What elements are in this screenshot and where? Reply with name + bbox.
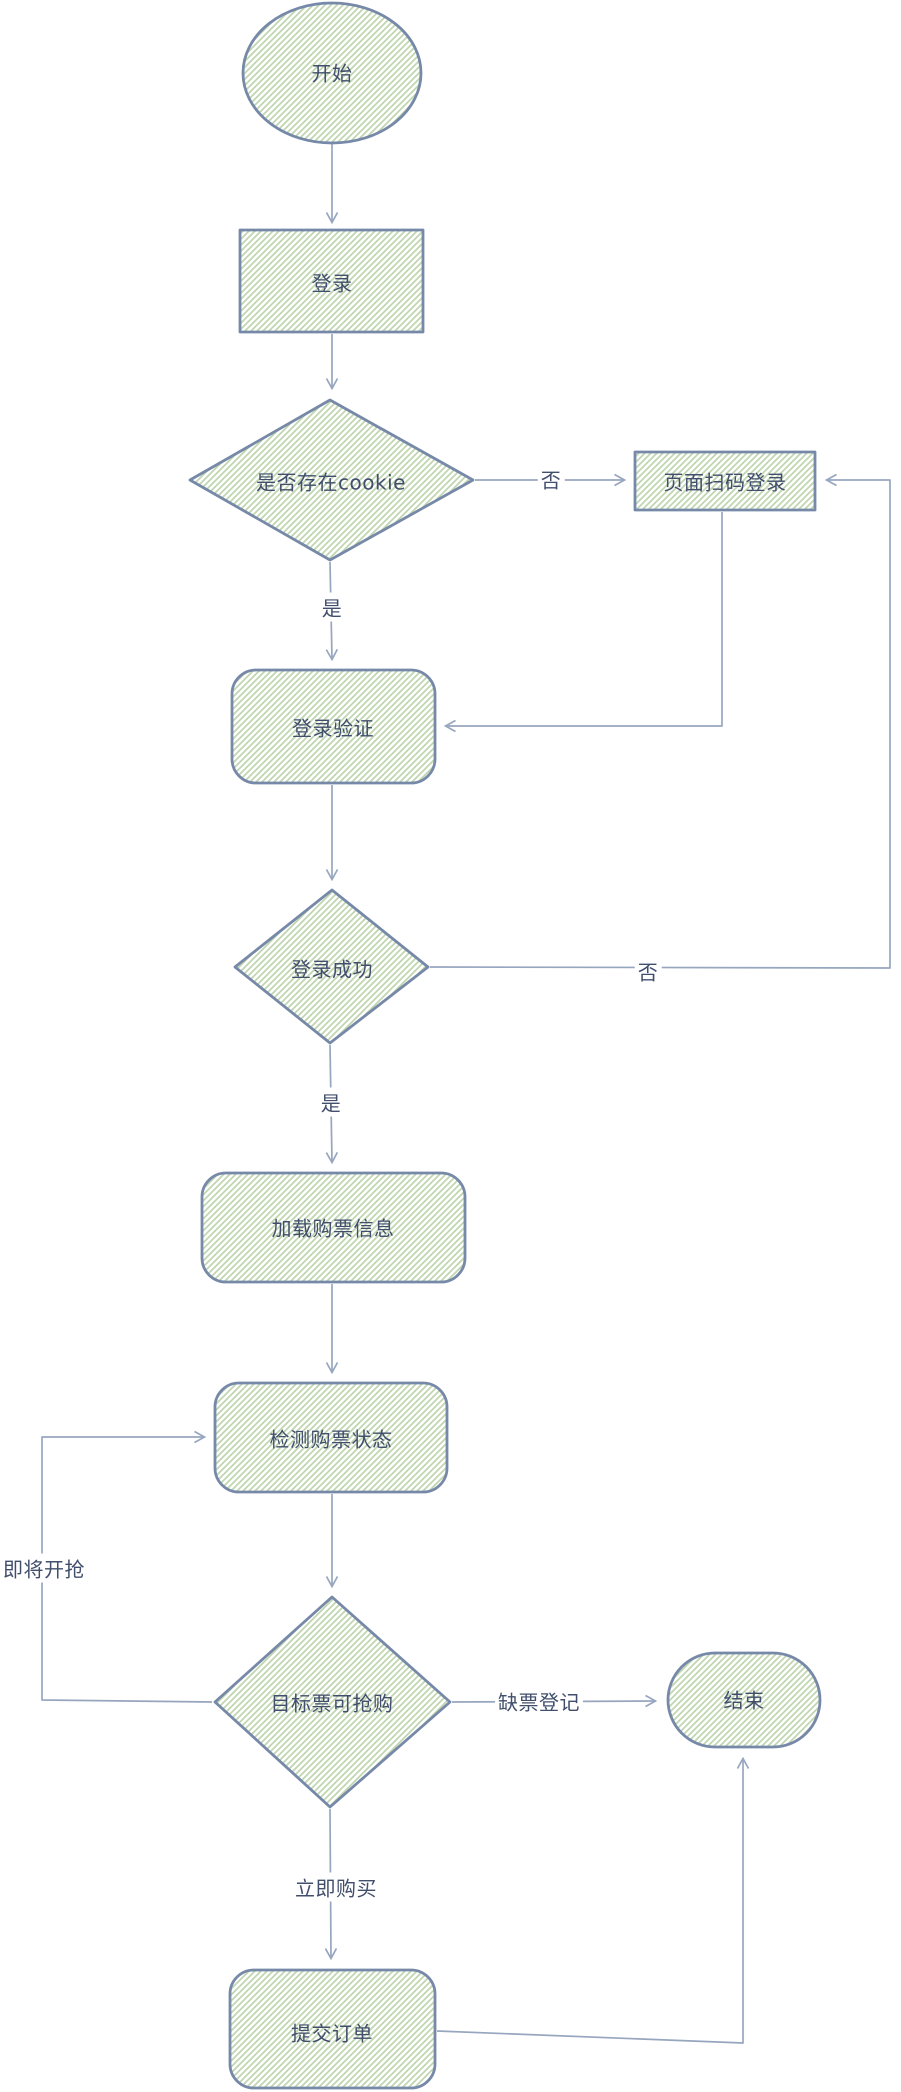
- nodes-layer: [188, 1, 822, 2090]
- edge-label-login-fail-no: 否: [634, 956, 662, 986]
- node-label-cookie-check: 是否存在cookie: [256, 470, 406, 495]
- node-label-scan-login: 页面扫码登录: [663, 470, 787, 495]
- check-ticket-status-node-shape: [213, 1381, 449, 1494]
- login-node-shape: [238, 228, 425, 334]
- edge-label-cookie-yes: 是: [318, 592, 346, 622]
- edge-label-about-to-start: 即将开抢: [0, 1553, 88, 1583]
- node-label-load-ticket-info: 加载购票信息: [271, 1216, 395, 1241]
- node-label-login-success: 登录成功: [291, 957, 373, 982]
- node-label-check-ticket-status: 检测购票状态: [269, 1427, 393, 1452]
- edge-submitorder-end: [436, 1756, 750, 2044]
- node-label-login-verify: 登录验证: [292, 716, 374, 741]
- node-label-submit-order: 提交订单: [291, 2021, 373, 2046]
- login-success-node-shape: [233, 888, 430, 1045]
- node-label-start: 开始: [311, 61, 353, 86]
- edge-loginsuccess-scanlogin: [429, 473, 891, 969]
- node-label-login: 登录: [311, 271, 353, 296]
- edge-label-login-ok-yes: 是: [317, 1087, 345, 1117]
- node-label-target-ticket-available: 目标票可抢购: [270, 1691, 394, 1716]
- edge-scanlogin-loginverify: [443, 512, 723, 733]
- cookie-check-node-shape: [188, 398, 475, 562]
- end-node-shape: [666, 1651, 822, 1749]
- start-node-shape: [241, 1, 423, 145]
- edge-label-cookie-no: 否: [537, 464, 565, 494]
- edge-label-no-ticket-register: 缺票登记: [495, 1686, 583, 1716]
- edges-layer: [41, 144, 891, 2044]
- load-ticket-info-node-shape: [200, 1171, 467, 1284]
- target-ticket-available-node-shape: [213, 1595, 452, 1809]
- edge-label-buy-now: 立即购买: [292, 1872, 380, 1902]
- scan-login-node-shape: [633, 450, 817, 512]
- node-label-end: 结束: [723, 1688, 765, 1713]
- login-verify-node-shape: [230, 668, 437, 785]
- submit-order-node-shape: [228, 1968, 437, 2090]
